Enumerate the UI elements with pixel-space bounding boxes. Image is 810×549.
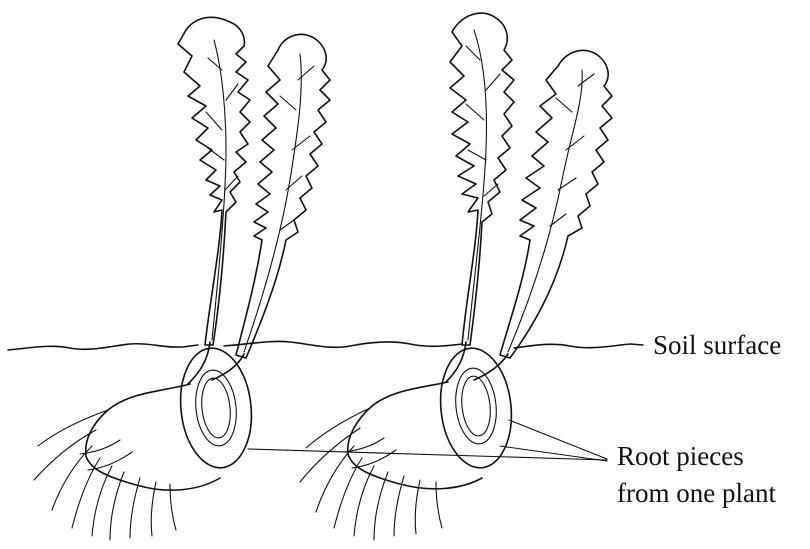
left-root-body: [86, 384, 220, 490]
left-root-cut-outer: [175, 345, 257, 472]
left-root-cut-ring: [192, 368, 240, 448]
root-pieces-leader-left: [248, 449, 607, 460]
left-plant-leaf-b: [236, 34, 330, 358]
soil-surface-label: Soil surface: [653, 330, 781, 360]
soil-surface-line: [8, 341, 643, 350]
right-root-cut-ring: [452, 366, 500, 446]
root-pieces-label-line1: Root pieces: [617, 441, 744, 471]
root-pieces-leader-right-upper: [509, 420, 607, 459]
right-plant: [300, 13, 612, 540]
right-plant-leaf-b: [500, 50, 612, 358]
right-root-cut-outer: [435, 345, 517, 472]
left-plant-leaf-a: [178, 17, 250, 345]
left-plant: [34, 17, 330, 540]
root-pieces-label-line2: from one plant: [617, 478, 776, 508]
